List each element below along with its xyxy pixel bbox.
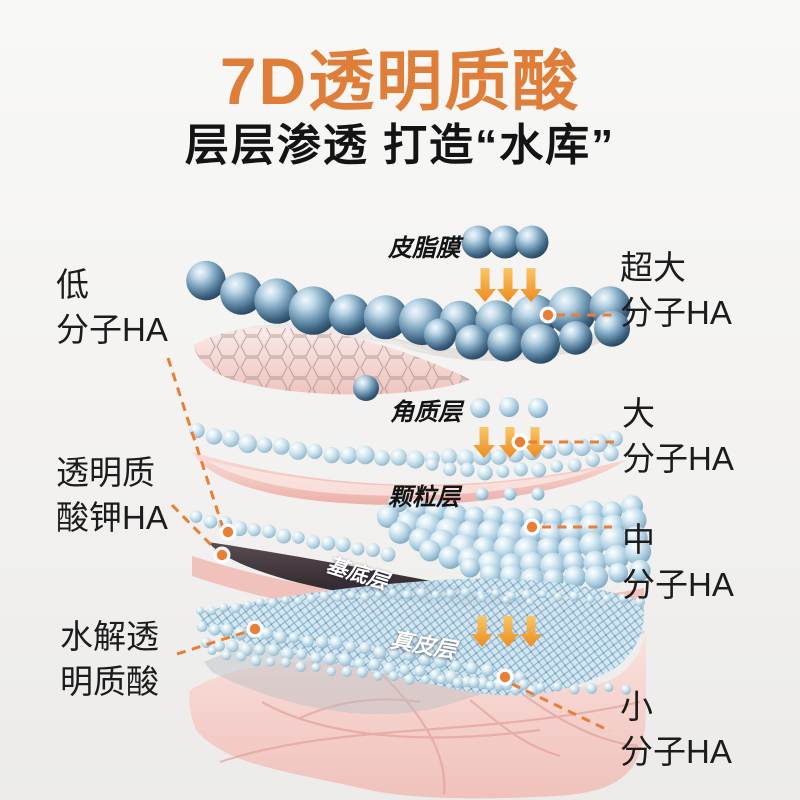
sebum-gray-swoosh (372, 320, 628, 361)
layer-tag-stratum-corneum: 角质层 (390, 399, 462, 426)
label-potassium-hyaluronate-ha: 透明质 酸钾HA (56, 454, 168, 536)
label-hydrolyzed-hyaluronic-acid: 水解透 明质酸 (60, 618, 159, 700)
layer-tag-granular: 颗粒层 (388, 484, 460, 511)
label-large-molecular-ha: 大 分子HA (622, 395, 734, 477)
penetration-arrows (471, 268, 546, 647)
label-low-molecular-ha: 低 分子HA (56, 266, 168, 348)
page-title: 7D透明质酸 (219, 44, 581, 118)
label-medium-molecular-ha: 中 分子HA (622, 521, 734, 603)
layer-tag-sebum: 皮脂膜 (388, 235, 460, 262)
page-subtitle: 层层渗透 打造“水库” (184, 121, 616, 170)
callout-dots (213, 306, 557, 686)
label-ultra-large-molecular-ha: 超大 分子HA (620, 249, 732, 331)
corneum-pink-layer (192, 452, 626, 506)
label-small-molecular-ha: 小 分子HA (620, 688, 732, 770)
callout-lines (166, 313, 614, 733)
